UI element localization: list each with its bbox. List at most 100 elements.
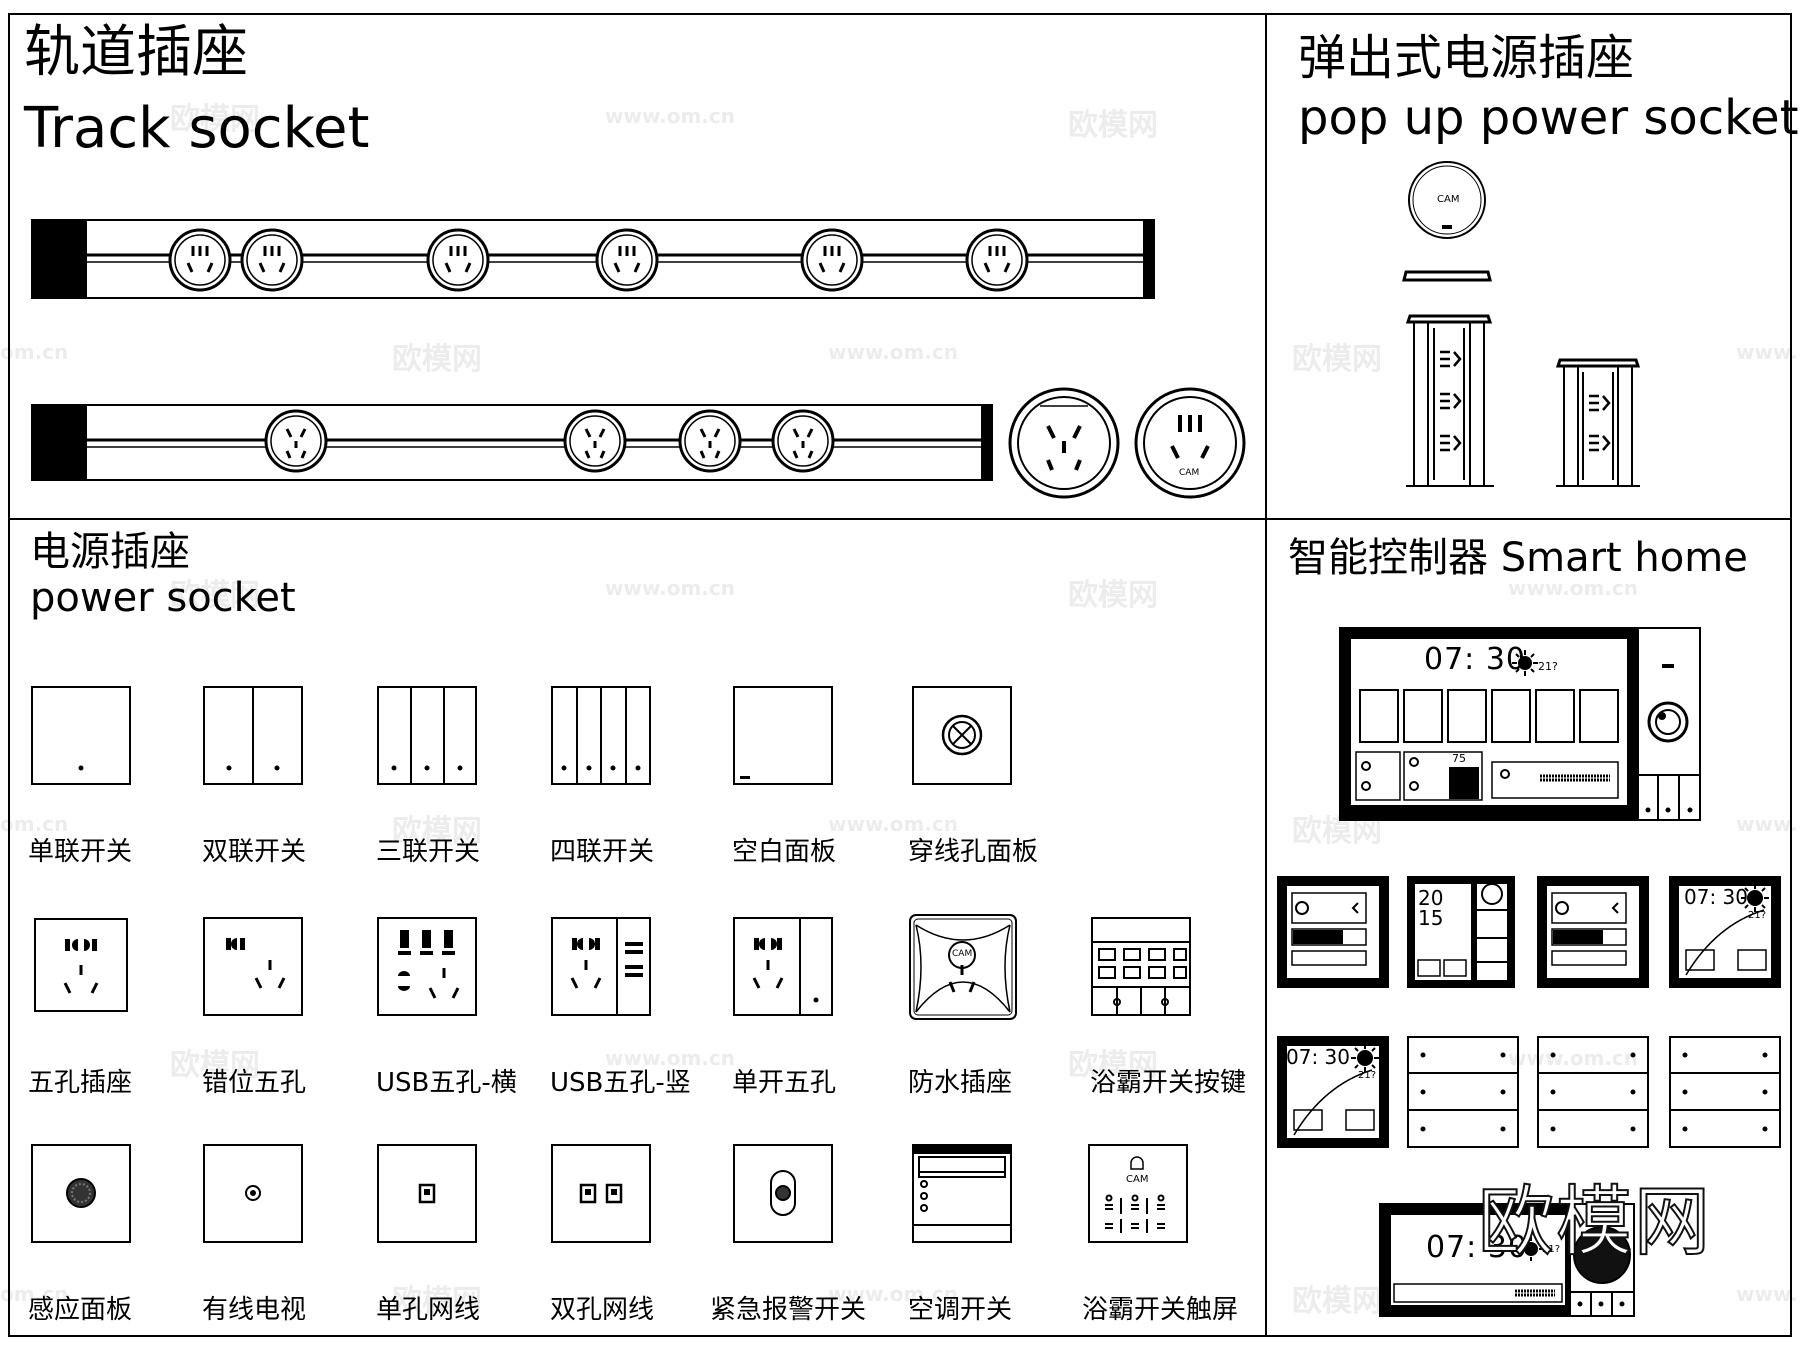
watermark-url: www.om.cn	[1508, 1046, 1639, 1070]
label-single-switch-five-hole: 单开五孔	[732, 1068, 837, 1098]
watermark-url: www.om.cn	[605, 1046, 736, 1070]
smart-panel-knob	[1379, 1203, 1635, 1317]
sun-icon	[1512, 650, 1538, 676]
watermark-logo: 欧模网	[392, 1284, 482, 1319]
watermark-domain: om.cn	[0, 340, 69, 364]
label-cable-hole-panel: 穿线孔面板	[908, 837, 1039, 867]
sun-icon	[1741, 884, 1769, 912]
smart-level: 75	[1452, 752, 1466, 765]
smart-time: 07: 30	[1424, 642, 1526, 677]
watermark-url: www.om.cn	[1508, 576, 1639, 600]
popup-title-en: pop up power socket	[1298, 90, 1799, 146]
label-single-switch: 单联开关	[28, 837, 133, 867]
watermark-domain-prefix: www.	[1736, 812, 1798, 836]
watermark-domain-prefix: www.	[1736, 1282, 1798, 1306]
watermark-logo: 欧模网	[1068, 108, 1158, 143]
smart-panel-main	[1339, 627, 1701, 821]
watermark-url: www.om.cn	[828, 1282, 959, 1306]
track-title-cn: 轨道插座	[24, 20, 248, 85]
usb-five-hole-horizontal	[377, 917, 477, 1016]
watermark-domain: om.cn	[0, 1282, 69, 1306]
switch-double	[203, 686, 303, 785]
smart-panel-small-5	[1277, 1036, 1389, 1148]
smart-panel-small-4	[1669, 876, 1781, 988]
label-ac-switch: 空调开关	[908, 1295, 1013, 1325]
label-blank-panel: 空白面板	[732, 837, 837, 867]
label-bath-heater-button: 浴霸开关按键	[1090, 1068, 1247, 1098]
switch-single	[31, 686, 131, 785]
label-offset-five-hole: 错位五孔	[202, 1068, 307, 1098]
label-single-network: 单孔网线	[376, 1295, 481, 1325]
label-waterproof: 防水插座	[908, 1068, 1013, 1098]
popup-short	[1555, 358, 1641, 487]
smart-temp-knob: 21?	[1542, 1244, 1561, 1255]
cable-tv-panel	[203, 1144, 303, 1243]
usb-five-hole-vertical	[551, 917, 651, 1016]
smart-panel-small-1	[1277, 876, 1389, 988]
smart-temp: 21?	[1538, 660, 1558, 673]
watermark-url: www.om.cn	[605, 104, 736, 128]
brand-label: CAM	[1179, 468, 1200, 478]
cable-hole-panel	[912, 686, 1012, 785]
bath-heater-touch-switch	[1088, 1144, 1188, 1243]
watermark-logo: 欧模网	[392, 814, 482, 849]
popup-top-view	[1408, 161, 1486, 239]
label-double-switch: 双联开关	[202, 837, 307, 867]
round-outlet-five-hole	[1008, 387, 1120, 499]
switch-quad	[551, 686, 651, 785]
label-usb-vertical: USB五孔-竖	[550, 1068, 691, 1098]
label-five-hole: 五孔插座	[28, 1068, 133, 1098]
single-network-panel	[377, 1144, 477, 1243]
switch-triple	[377, 686, 477, 785]
label-sensor-panel: 感应面板	[28, 1295, 133, 1325]
label-triple-switch: 三联开关	[376, 837, 481, 867]
watermark-domain-prefix: www.	[1736, 340, 1798, 364]
watermark-logo: 欧模网	[1292, 814, 1382, 849]
smart-temp-small: 21?	[1358, 1070, 1377, 1081]
watermark-url: www.om.cn	[828, 340, 959, 364]
popup-lid	[1402, 270, 1492, 282]
sun-icon	[1519, 1237, 1543, 1261]
waterproof-socket	[909, 914, 1017, 1020]
sensor-panel	[31, 1144, 131, 1243]
power-title-cn: 电源插座	[30, 529, 190, 575]
watermark-logo: 欧模网	[1068, 1048, 1158, 1083]
watermark-domain: om.cn	[0, 812, 69, 836]
triple-switch-plate-1	[1407, 1036, 1519, 1148]
watermark-logo: 欧模网	[1292, 1284, 1382, 1319]
label-bath-heater-touch: 浴霸开关触屏	[1082, 1295, 1239, 1325]
smart-time-small: 07: 30	[1286, 1045, 1350, 1069]
bath-heater-button-switch	[1091, 917, 1191, 1016]
triple-switch-plate-3	[1669, 1036, 1781, 1148]
label-emergency-alarm: 紧急报警开关	[710, 1295, 867, 1325]
sun-icon	[1351, 1044, 1379, 1072]
label-quad-switch: 四联开关	[550, 837, 655, 867]
label-usb-horizontal: USB五孔-横	[376, 1068, 517, 1098]
smart-title: 智能控制器 Smart home	[1288, 535, 1748, 581]
single-switch-five-hole	[733, 917, 833, 1016]
five-hole-socket	[33, 917, 129, 1013]
watermark-logo: 欧模网	[170, 1048, 260, 1083]
watermark-logo: 欧模网	[170, 102, 260, 137]
watermark-logo: 欧模网	[170, 578, 260, 613]
smart-panel-small-2	[1407, 876, 1515, 988]
smart-time-knob: 07: 30	[1426, 1230, 1528, 1265]
watermark-logo-large: 欧模网	[1477, 1176, 1712, 1267]
watermark-logo: 欧模网	[392, 342, 482, 377]
track-title-en: Track socket	[24, 96, 370, 161]
watermark-url: www.om.cn	[605, 576, 736, 600]
air-conditioner-switch	[912, 1144, 1012, 1243]
track-rail-long	[31, 219, 1155, 299]
smart-time-small: 07: 30	[1684, 885, 1748, 909]
offset-five-hole-socket	[203, 917, 303, 1016]
popup-title-cn: 弹出式电源插座	[1298, 30, 1635, 86]
brand-label: CAM	[952, 949, 973, 959]
track-rail-short	[31, 404, 993, 481]
double-network-panel	[551, 1144, 651, 1243]
round-outlet-three-pin	[1134, 387, 1246, 499]
sheet-frame	[8, 13, 1792, 1337]
label-double-network: 双孔网线	[550, 1295, 655, 1325]
popup-tall	[1405, 314, 1494, 487]
